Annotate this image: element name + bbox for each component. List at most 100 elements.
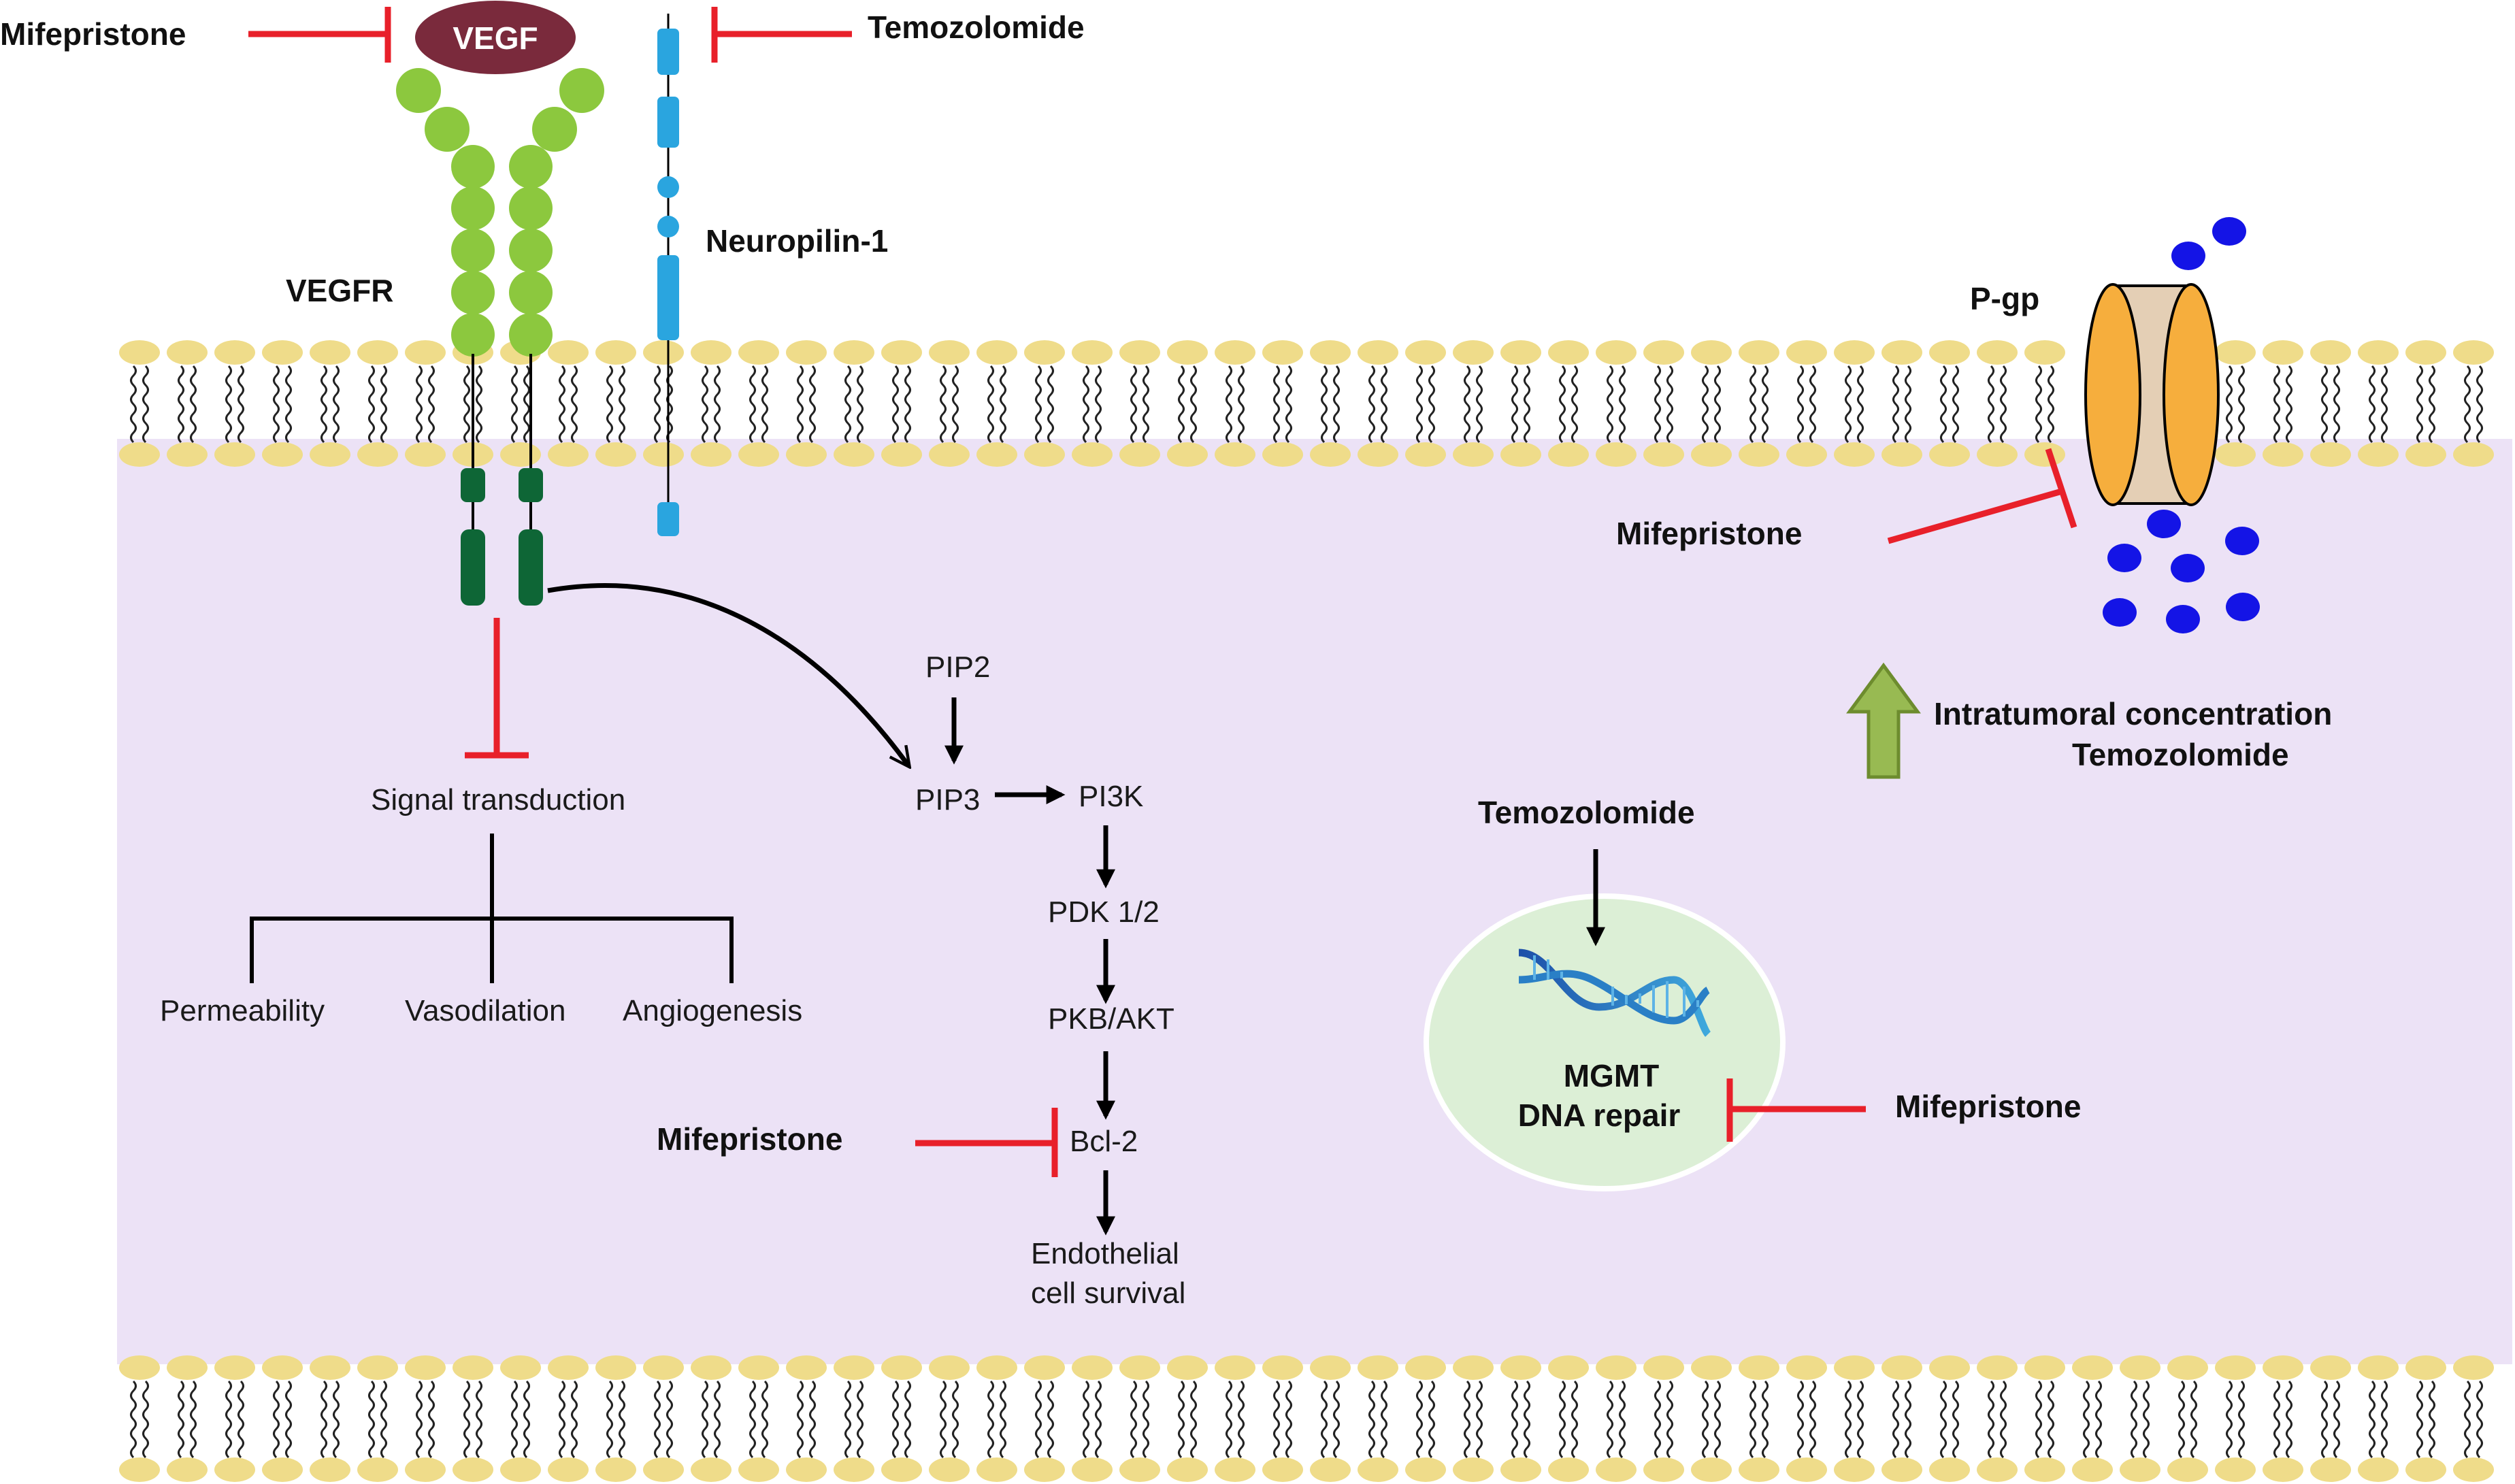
vegfr-label: VEGFR (286, 273, 393, 308)
intratumoral-label-line1: Intratumoral concentration (1934, 696, 2332, 731)
lipid-tail (1368, 1380, 1375, 1459)
vegfr-receptor (396, 68, 604, 606)
lipid-head (786, 1355, 827, 1380)
lipid-tail (749, 1380, 756, 1459)
up-arrow-icon (1846, 662, 1921, 779)
curved-arrow-vegfr-pip3 (547, 583, 908, 765)
lipid-head (834, 442, 874, 467)
lipid-head (1881, 1457, 1922, 1482)
lipid-tail (2226, 365, 2233, 444)
lipid-head (1453, 1457, 1494, 1482)
lipid-head (2310, 442, 2351, 467)
lipid-tail (2238, 365, 2245, 444)
lipid-head (1643, 1457, 1684, 1482)
lipid-tail (2321, 1380, 2328, 1459)
lipid-tail (1238, 365, 1245, 444)
lipid-tail (273, 1380, 280, 1459)
lipid-tail (1952, 365, 1959, 444)
lipid-head (500, 442, 541, 467)
pgp-label: P-gp (1970, 281, 2039, 316)
lipid-head (2405, 1355, 2446, 1380)
lipid-tail (1368, 365, 1375, 444)
survival-label-line1: Endothelial (1031, 1237, 1179, 1270)
lipid-tail (1381, 1380, 1387, 1459)
lipid-tail (1607, 1380, 1613, 1459)
lipid-tail (1083, 1380, 1089, 1459)
lipid-tail (1988, 1380, 1994, 1459)
lipid-tail (1988, 365, 1994, 444)
lipid-head (976, 1355, 1017, 1380)
lipid-tail (797, 365, 804, 444)
lipid-head (2453, 340, 2494, 365)
lipid-tail (1333, 1380, 1340, 1459)
lipid-tail (571, 365, 578, 444)
lipid-head (1262, 340, 1303, 365)
lipid-head (1643, 442, 1684, 467)
lipid-tail (952, 1380, 959, 1459)
lipid-tail (1845, 1380, 1852, 1459)
lipid-tail (130, 365, 137, 444)
lipid-tail (1130, 1380, 1137, 1459)
lipid-head (2215, 1457, 2256, 1482)
lipid-tail (1035, 365, 1042, 444)
lipid-head (691, 442, 732, 467)
lipid-tail (273, 365, 280, 444)
lipid-tail (714, 1380, 721, 1459)
lipid-head (1310, 340, 1351, 365)
lipid-tail (654, 1380, 661, 1459)
lipid-tail (2416, 1380, 2423, 1459)
lipid-tail (416, 365, 423, 444)
bcl2-label: Bcl-2 (1070, 1125, 1138, 1158)
lipid-head (595, 1355, 636, 1380)
dna-helix-icon (1518, 949, 1711, 1037)
lipid-tail (2273, 365, 2280, 444)
pdk-label: PDK 1/2 (1048, 895, 1160, 929)
lipid-head (2263, 1355, 2303, 1380)
lipid-head (1358, 1457, 1398, 1482)
lipid-tail (463, 1380, 470, 1459)
lipid-head (119, 1355, 160, 1380)
lipid-head (1405, 1457, 1446, 1482)
lipid-tail (1047, 1380, 1054, 1459)
lipid-tail (1905, 1380, 1911, 1459)
lipid-head (1167, 1457, 1208, 1482)
pip3-label: PIP3 (915, 783, 980, 817)
lipid-head (786, 1457, 827, 1482)
lipid-tail (702, 365, 708, 444)
lipid-tail (428, 1380, 435, 1459)
lipid-tail (1797, 365, 1804, 444)
lipid-tail (1749, 365, 1756, 444)
lipid-tail (1143, 365, 1149, 444)
lipid-tail (285, 365, 292, 444)
lipid-tail (2143, 1380, 2150, 1459)
mifepristone-label-mgmt: Mifepristone (1895, 1089, 2081, 1124)
lipid-tail (559, 365, 565, 444)
lipid-tail (1416, 365, 1423, 444)
lipid-head (738, 1355, 779, 1380)
lipid-tail (225, 1380, 232, 1459)
lipid-tail (892, 1380, 899, 1459)
lipid-tail (1000, 365, 1006, 444)
lipid-head (1310, 1355, 1351, 1380)
dna-repair-label: DNA repair (1518, 1098, 1681, 1133)
lipid-tail (940, 1380, 947, 1459)
lipid-tail (2381, 1380, 2388, 1459)
lipid-head (2167, 1355, 2208, 1380)
lipid-tail (368, 365, 375, 444)
lipid-tail (190, 1380, 197, 1459)
lipid-head (1072, 1355, 1113, 1380)
lipid-tail (178, 365, 184, 444)
lipid-tail (1809, 1380, 1816, 1459)
lipid-head (2310, 1355, 2351, 1380)
lipid-head (2263, 340, 2303, 365)
permeability-label: Permeability (160, 994, 325, 1027)
lipid-head (167, 442, 208, 467)
lipid-head (786, 442, 827, 467)
neuropilin-1-receptor (657, 14, 679, 536)
lipid-head (2024, 442, 2065, 467)
lipid-tail (285, 1380, 292, 1459)
lipid-tail (142, 1380, 149, 1459)
lipid-head (1167, 1355, 1208, 1380)
lipid-head (1167, 442, 1208, 467)
angiogenesis-label: Angiogenesis (623, 994, 802, 1027)
